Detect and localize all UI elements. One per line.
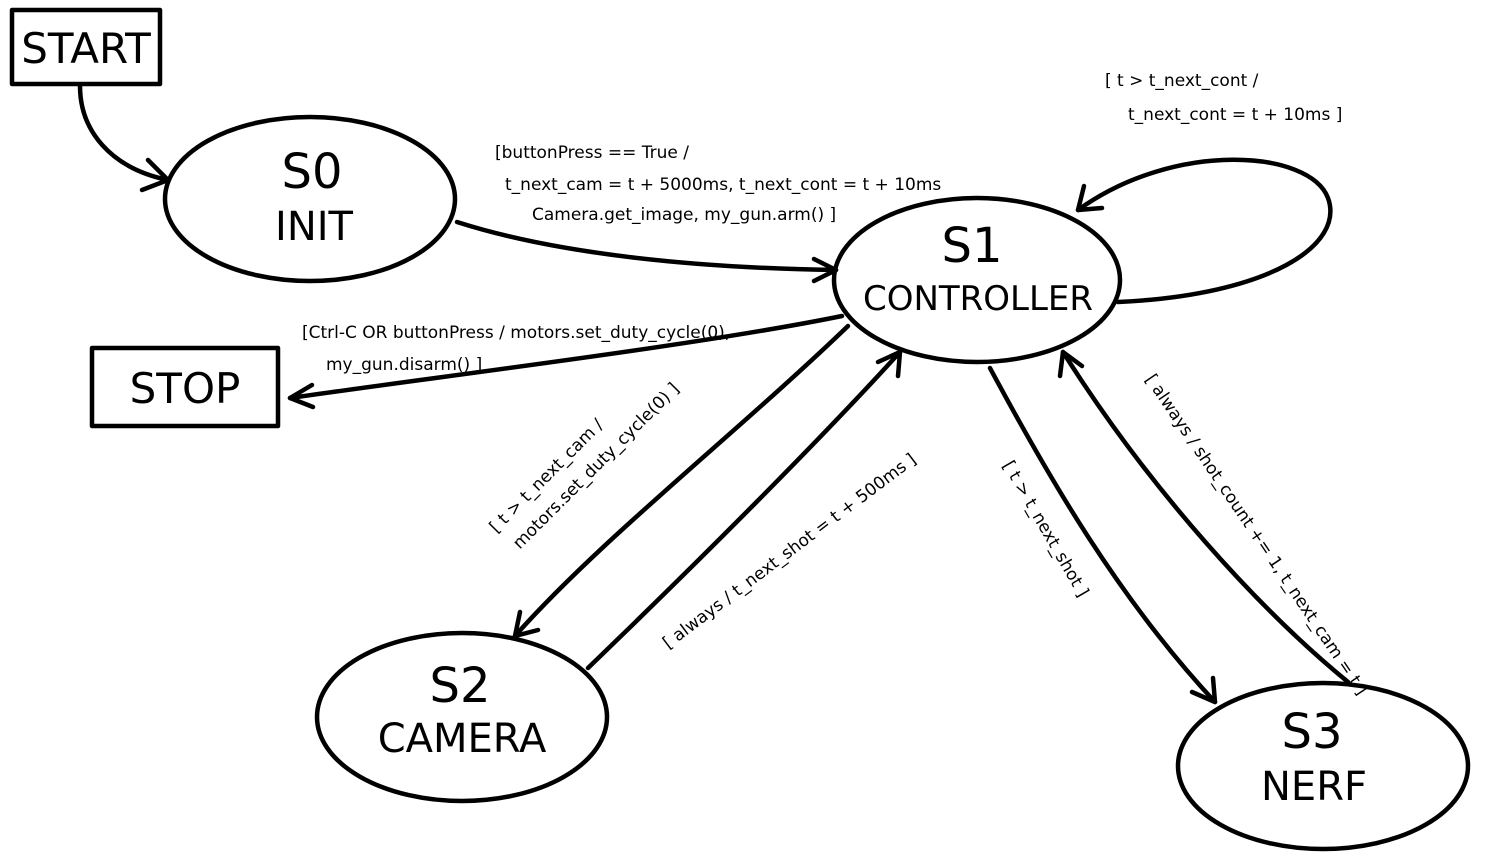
state-s1-controller: S1 CONTROLLER <box>831 195 1123 365</box>
state-s3-id: S3 <box>1281 704 1342 760</box>
state-s1-name: CONTROLLER <box>863 279 1093 319</box>
arrowhead-icon <box>512 609 541 639</box>
stop-label: STOP <box>130 364 241 413</box>
transition-s1-self-label-line2: t_next_cont = t + 10ms ] <box>1128 105 1342 125</box>
start-terminal: START <box>9 7 163 87</box>
state-s2-camera: S2 CAMERA <box>314 630 610 804</box>
transition-s0-s1-label-line1: [buttonPress == True / <box>495 143 689 163</box>
transition-s2-to-s1: [ always / t_next_shot = t + 500ms ] <box>585 349 920 671</box>
state-s2-name: CAMERA <box>378 716 547 762</box>
state-s0-id: S0 <box>281 144 342 200</box>
state-s0-name: INIT <box>275 204 354 250</box>
transition-s3-s1-label: [ always / shot_count += 1, t_next_cam =… <box>1141 371 1371 699</box>
stop-terminal: STOP <box>89 345 281 429</box>
arrowhead-icon <box>1189 675 1218 705</box>
arrowhead-icon <box>287 382 316 410</box>
transition-s0-s1-label-line2: t_next_cam = t + 5000ms, t_next_cont = t… <box>505 175 941 195</box>
transition-s1-stop-label-line1: [Ctrl-C OR buttonPress / motors.set_duty… <box>302 323 730 343</box>
state-s3-nerf: S3 NERF <box>1175 680 1471 852</box>
transition-s2-s1-label: [ always / t_next_shot = t + 500ms ] <box>659 450 920 654</box>
arrowhead-icon <box>1057 349 1085 379</box>
arrowhead-icon <box>875 349 903 379</box>
state-s3-name: NERF <box>1261 764 1367 810</box>
transition-s3-to-s1: [ always / shot_count += 1, t_next_cam =… <box>1057 349 1371 699</box>
transition-s0-to-s1: [buttonPress == True / t_next_cam = t + … <box>454 143 941 284</box>
arrowhead-icon <box>811 256 839 284</box>
state-s2-id: S2 <box>429 658 490 714</box>
transition-s1-s2-label-line2: motors.set_duty_cycle(0) ] <box>509 379 683 553</box>
state-s0-init: S0 INIT <box>162 114 458 284</box>
transition-s1-self-label-line1: [ t > t_next_cont / <box>1105 71 1259 91</box>
arrowhead-icon <box>1075 183 1105 213</box>
state-s1-id: S1 <box>941 218 1002 274</box>
arrowhead-icon <box>139 157 171 193</box>
transition-s0-s1-label-line3: Camera.get_image, my_gun.arm() ] <box>532 205 836 225</box>
transition-s1-to-stop: [Ctrl-C OR buttonPress / motors.set_duty… <box>287 313 845 410</box>
transition-s1-s3-label: [ t > t_next_shot ] <box>998 458 1092 601</box>
transition-s1-stop-label-line2: my_gun.disarm() ] <box>326 355 482 375</box>
start-label: START <box>21 24 151 73</box>
transition-start-to-s0 <box>77 83 171 193</box>
transition-s1-self-loop: [ t > t_next_cont / t_next_cont = t + 10… <box>1075 71 1342 305</box>
